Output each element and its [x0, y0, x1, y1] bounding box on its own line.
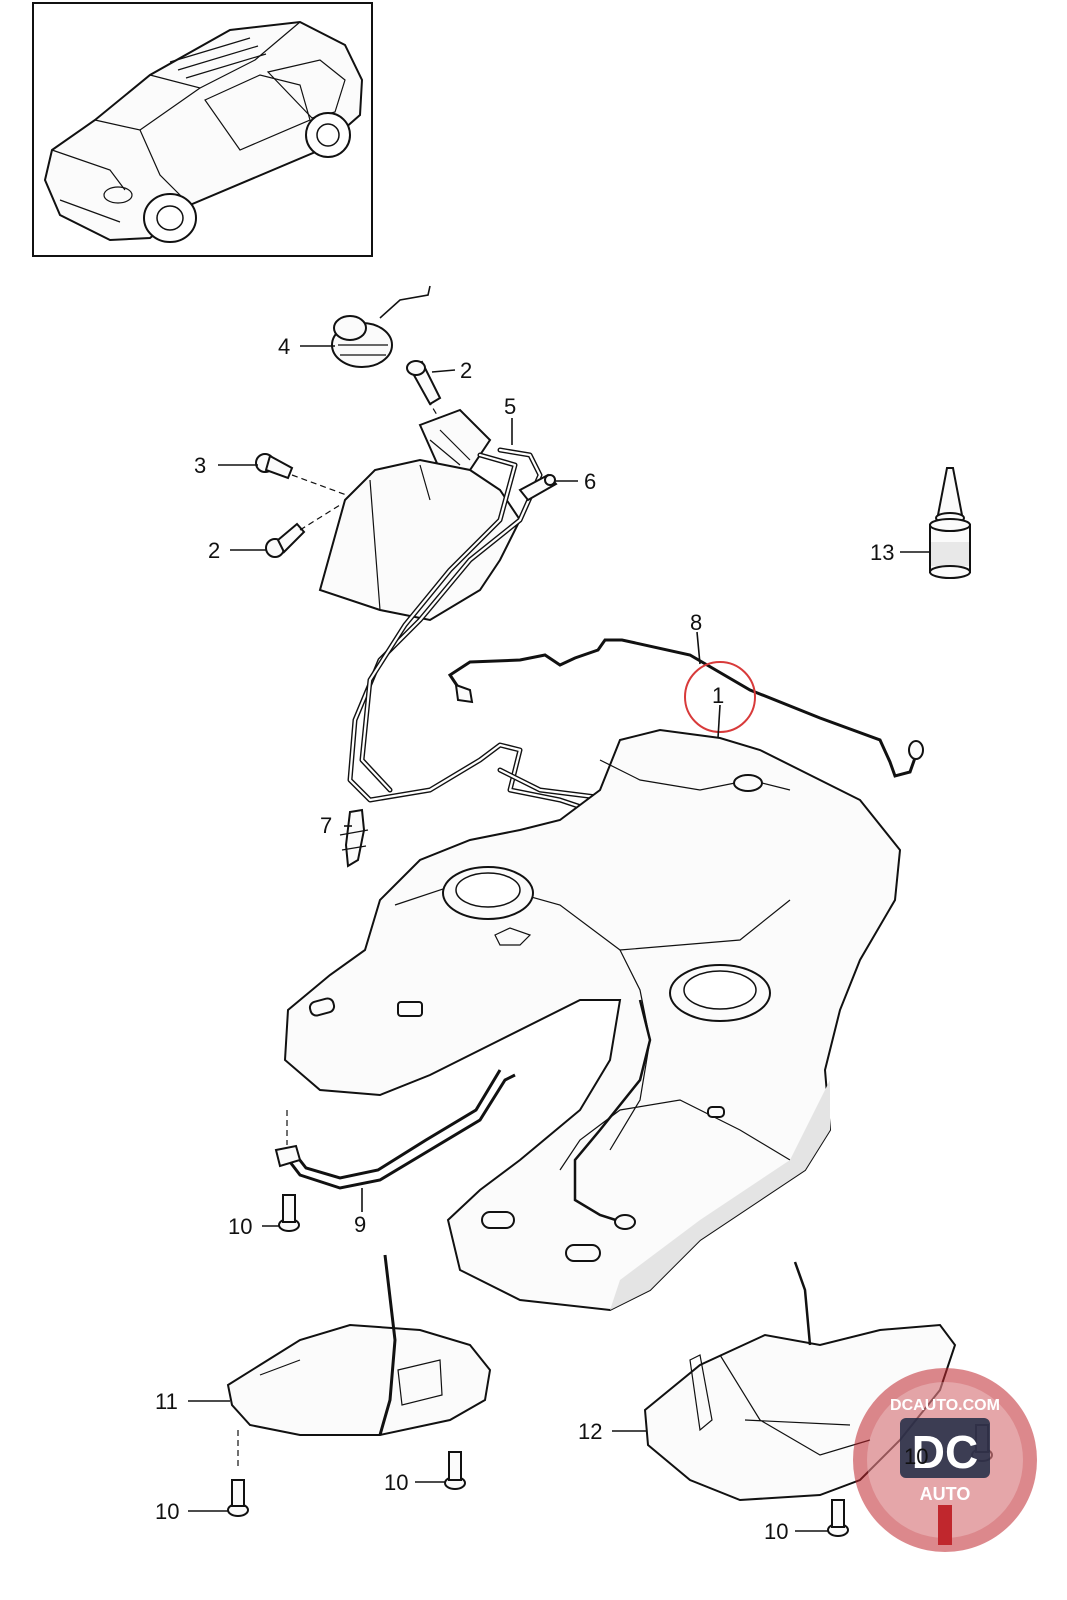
- callout-10c: 10: [384, 1470, 408, 1495]
- bolt-2-left[interactable]: [265, 522, 306, 558]
- callout-10e: 10: [764, 1519, 788, 1544]
- bolt-10b[interactable]: [227, 1479, 249, 1517]
- callout-12: 12: [578, 1419, 602, 1444]
- sealant-bottle[interactable]: [929, 467, 971, 579]
- callout-8: 8: [690, 610, 702, 635]
- dcauto-watermark: DCAUTO.COM DC AUTO 10: [853, 1368, 1037, 1552]
- callout-13: 13: [870, 540, 894, 565]
- callout-1: 1: [712, 683, 724, 708]
- filler-cap[interactable]: [331, 285, 431, 368]
- callout-7: 7: [320, 813, 332, 838]
- bolt-10a[interactable]: [278, 1194, 300, 1232]
- callout-3: 3: [194, 453, 206, 478]
- highlight-circle: [684, 661, 756, 733]
- line-clip[interactable]: [339, 808, 369, 868]
- hose-connector[interactable]: [518, 473, 558, 502]
- bolt-3[interactable]: [255, 453, 294, 480]
- bolt-10e[interactable]: [827, 1499, 849, 1537]
- bolt-10c[interactable]: [444, 1451, 466, 1490]
- heat-shield-11[interactable]: [226, 1254, 492, 1436]
- callout-2-left: 2: [208, 538, 220, 563]
- car-icon: [43, 20, 364, 243]
- vehicle-thumbnail: [32, 2, 373, 257]
- bolt-2-top[interactable]: [406, 360, 442, 406]
- callout-4: 4: [278, 334, 290, 359]
- watermark-site: DCAUTO.COM: [890, 1397, 1000, 1414]
- leader-lines: [188, 345, 930, 1532]
- callout-6: 6: [584, 469, 596, 494]
- callout-9: 9: [354, 1212, 366, 1237]
- callout-2-top: 2: [460, 358, 472, 383]
- callout-10b: 10: [155, 1499, 179, 1524]
- callout-5: 5: [504, 394, 516, 419]
- watermark-logo-word: AUTO: [920, 1484, 971, 1504]
- fuel-tank[interactable]: [283, 728, 902, 1312]
- watermark-logo-letters: DC: [912, 1426, 978, 1478]
- filler-neck-shield[interactable]: [318, 458, 522, 622]
- callout-11: 11: [155, 1389, 178, 1414]
- tank-strap[interactable]: [274, 1069, 516, 1190]
- callout-labels: 4 2 5 3 6 2 13 8 1 7 9 10 11 12 10 10 10: [155, 334, 894, 1544]
- vent-line[interactable]: [447, 638, 924, 778]
- filler-neck-bracket[interactable]: [418, 408, 492, 471]
- callout-10d: 10: [904, 1444, 928, 1469]
- callout-10a: 10: [228, 1214, 252, 1239]
